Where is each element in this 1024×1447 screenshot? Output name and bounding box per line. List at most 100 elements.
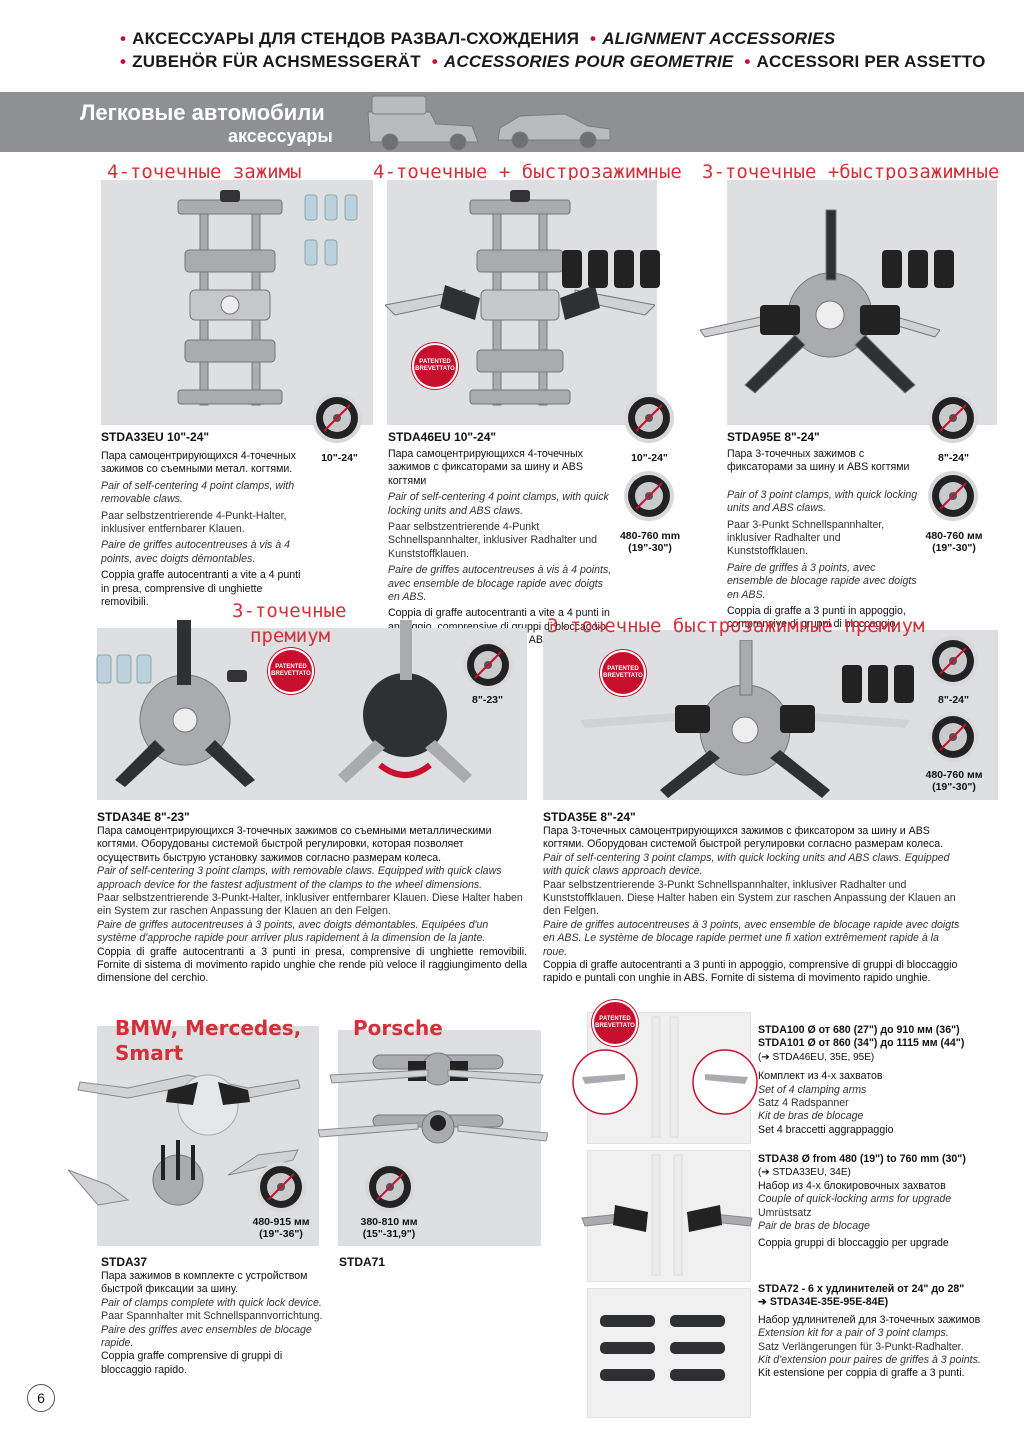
patented-badge: PATENTED BREVETTATO (414, 345, 456, 387)
product-code: STDA34E 8"-23" (97, 810, 190, 824)
description-ru: Пара 3-точечных зажимов с фиксаторами за… (727, 448, 910, 474)
description-en: Pair of self-centering 3 point clamps, w… (97, 865, 502, 891)
accessory-code: STDA38 Ø from 480 (19") to 760 mm (30") (758, 1153, 966, 1165)
three-point-quick-premium-clamp-image (580, 640, 910, 798)
compatibility: (➔ STDA46EU, 35E, 95E) (758, 1051, 875, 1063)
description-fr: Paire de griffes à 3 points, avec ensemb… (727, 561, 917, 601)
size-label: 380-810 мм (15"-31,9") (353, 1216, 425, 1240)
size-inch: (19"-30") (932, 542, 976, 554)
header-ru: АКСЕССУАРЫ ДЛЯ СТЕНДОВ РАЗВАЛ-СХОЖДЕНИЯ (132, 29, 580, 48)
product-description: Пара самоцентрирующихся 4-точечных зажим… (388, 448, 616, 651)
compatibility: ➔ STDA34E-35E-95E-84E) (758, 1296, 889, 1309)
wheel-icon (928, 471, 978, 521)
section-bmw: BMW, Mercedes, (115, 1016, 302, 1040)
description-de: Paar Spannhalter mit Schnellspannvorrich… (101, 1310, 323, 1323)
extension-kit-image (600, 1315, 725, 1381)
size-label: 480-760 мм (19"-30") (918, 769, 990, 793)
stda38-clamp-image (581, 1154, 753, 1276)
size-mm: 480-760 мм (925, 530, 983, 542)
description-en: Pair of clamps complete with quick lock … (101, 1296, 322, 1309)
accessory-code: STDA100 Ø от 680 (27") до 910 мм (36") (758, 1024, 960, 1036)
wheel-icon (928, 636, 978, 686)
description-fr: Kit d'extension pour paires de griffes à… (758, 1354, 981, 1367)
description-de: Paar selbstzentrierende 3-Punkt-Halter, … (97, 892, 523, 918)
size-label: 480-760 mm (19"-30") (614, 530, 686, 554)
description-fr: Paire de griffes autocentreuses à 3 poin… (543, 918, 960, 958)
description-fr: Paire de griffes autocentreuses à vis à … (388, 564, 612, 604)
bullet-icon: • (744, 52, 751, 71)
claws-image (96, 654, 152, 684)
size-inch: (15"-31,9") (362, 1228, 416, 1240)
description-it: Coppia di graffe autocentranti a 3 punti… (97, 945, 527, 985)
accessory-code: STDA72 - 6 x удлинителей от 24" до 28" (758, 1283, 965, 1295)
product-description: Пара 3-точечных самоцентрирующихся зажим… (543, 825, 963, 986)
description-en: Pair of self-centering 3 point clamps, w… (543, 851, 950, 878)
description-ru: Пара самоцентрирующихся 4-точечных зажим… (388, 448, 583, 487)
size-mm: 480-760 мм (925, 769, 983, 781)
wheel-icon (928, 712, 978, 762)
accessory-description: STDA38 Ø from 480 (19") to 760 mm (30") … (758, 1153, 1008, 1251)
product-code: STDA71 (339, 1255, 386, 1269)
accessory-code: STDA101 Ø от 860 (34") до 1115 мм (44") (758, 1037, 965, 1050)
badge-text: BREVETTATO (595, 1023, 635, 1029)
accessory-description: STDA72 - 6 x удлинителей от 24" до 28" ➔… (758, 1283, 1013, 1381)
stda71-clamp-image (318, 1052, 548, 1144)
wheel-icon (928, 393, 978, 443)
description-en: Pair of self-centering 4 point clamps, w… (388, 491, 609, 517)
description-ru: Комплект из 4-х захватов (758, 1070, 883, 1083)
badge-text: PATENTED (607, 666, 639, 672)
size-label: 10"-24" (631, 452, 668, 464)
section-three-point-premium: 3-точечные (232, 600, 347, 622)
description-ru: Набор удлинителей для 3-точечных зажимов (758, 1313, 981, 1326)
size-label: 480-760 мм (19"-30") (918, 530, 990, 554)
description-ru: Пара зажимов в комплекте с устройством б… (101, 1270, 308, 1296)
bullet-icon: • (120, 52, 127, 71)
patented-badge: PATENTED BREVETTATO (594, 1002, 636, 1044)
size-mm: 480-760 mm (619, 530, 681, 542)
description-fr: Pair de bras de blocage (758, 1220, 870, 1233)
description-en: Pair of 3 point clamps, with quick locki… (727, 488, 918, 515)
description-de: Umrüstsatz (758, 1206, 812, 1219)
wheel-icon (312, 393, 362, 443)
description-fr: Kit de bras de blocage (758, 1110, 864, 1123)
size-label: 8"-23" (472, 694, 503, 706)
size-inch: (19"-36") (259, 1228, 303, 1240)
description-de: Paar selbstzentrierende 4-Punkt-Halter, … (101, 509, 287, 536)
claws-image (304, 194, 358, 266)
section-four-point-quick: 4-точечные + быстрозажимные (373, 161, 682, 183)
badge-text: BREVETTATO (271, 671, 311, 677)
section-bmw: Smart (115, 1041, 184, 1065)
size-label: 10"-24" (321, 452, 358, 464)
badge-text: PATENTED (275, 664, 307, 670)
description-it: Coppia graffe comprensive di gruppi di b… (101, 1350, 283, 1376)
size-inch: (19"-30") (932, 781, 976, 793)
patented-badge: PATENTED BREVETTATO (270, 650, 312, 692)
size-mm: 380-810 мм (360, 1216, 418, 1228)
description-ru: Пара самоцентрирующихся 3-точечных зажим… (97, 825, 492, 864)
three-point-clamp-image (115, 620, 255, 787)
description-de: Paar selbstzentrierende 3-Punkt Schnells… (543, 878, 956, 918)
patented-badge: PATENTED BREVETTATO (602, 652, 644, 694)
page-number: 6 (27, 1384, 55, 1412)
header-it: ACCESSORI PER ASSETTO (756, 52, 986, 71)
size-mm: 480-915 мм (252, 1216, 310, 1228)
claws-image (842, 665, 914, 703)
badge-text: PATENTED (419, 359, 451, 365)
three-point-clamp-back-image (338, 620, 472, 783)
product-code: STDA35E 8"-24" (543, 810, 636, 824)
section-four-point: 4-точечные зажимы (107, 161, 302, 183)
stda100-clamp-image (572, 1016, 758, 1138)
description-fr: Paire de griffes autocentreuses à vis à … (101, 539, 291, 565)
claws-image (882, 250, 954, 288)
description-ru: Набор из 4-х блокировочных захватов (758, 1179, 946, 1192)
wheel-icon (256, 1162, 306, 1212)
product-code: STDA37 (101, 1255, 148, 1269)
description-it: Coppia graffe autocentranti a vite a 4 p… (101, 569, 301, 609)
wheel-icon (365, 1162, 415, 1212)
four-point-clamp-image (177, 190, 283, 406)
description-ru: Пара самоцентрирующихся 4-точечных зажим… (101, 450, 296, 476)
three-point-quick-clamp-image (700, 209, 940, 394)
bullet-icon: • (431, 52, 438, 71)
description-en: Set of 4 clamping arms (758, 1083, 867, 1096)
description-fr: Paire de griffes autocentreuses à 3 poin… (97, 918, 489, 945)
